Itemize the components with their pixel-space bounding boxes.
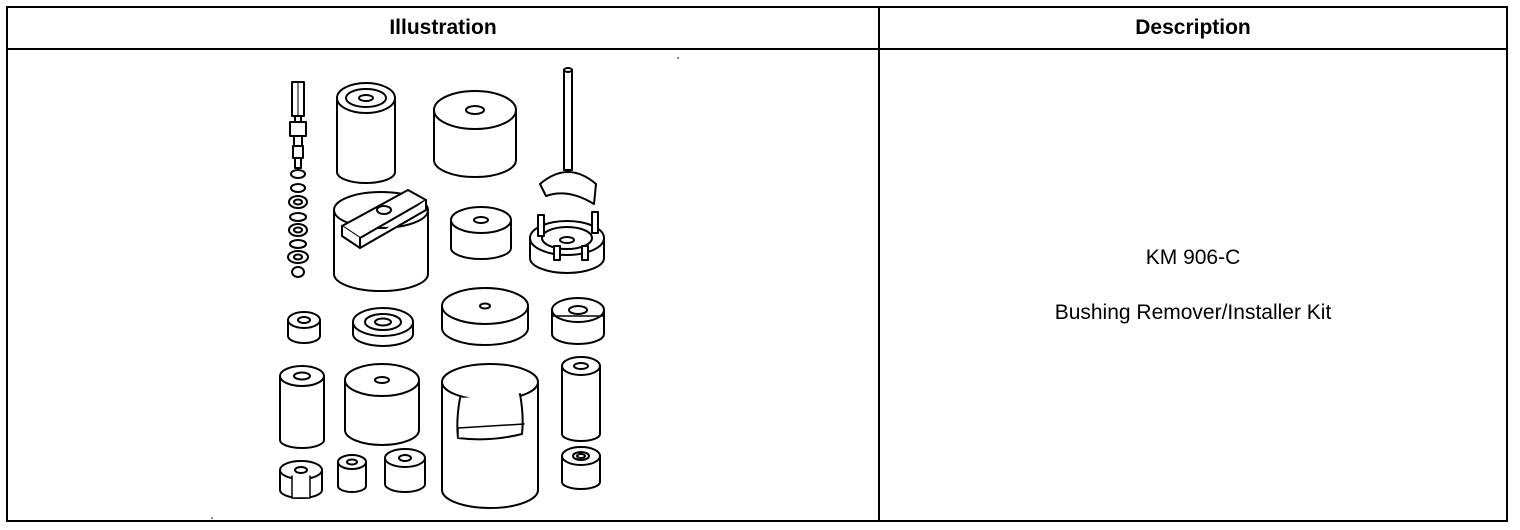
slotted-adapter-small bbox=[279, 460, 323, 499]
bushing-kit-illustration-icon bbox=[211, 57, 679, 519]
table-row: KM 906-C Bushing Remover/Installer Kit bbox=[6, 48, 1508, 522]
cylinder-mid-small bbox=[450, 206, 512, 260]
sleeve-tall-left bbox=[279, 365, 325, 449]
header-illustration: Illustration bbox=[6, 6, 880, 50]
special-tools-table: Illustration Description bbox=[6, 6, 1508, 522]
stepped-collar bbox=[352, 307, 414, 347]
pin-driver-tool bbox=[539, 67, 597, 205]
sleeve-tall-right bbox=[561, 356, 601, 442]
description-cell: KM 906-C Bushing Remover/Installer Kit bbox=[878, 48, 1508, 522]
cylinder-top-2 bbox=[433, 90, 517, 178]
cylinder-bottom-right bbox=[561, 446, 601, 490]
cylinder-row3-right bbox=[551, 297, 605, 345]
description-spacer bbox=[880, 271, 1506, 299]
cylinder-row3-small bbox=[287, 311, 321, 344]
cylinder-bottom-tiny bbox=[337, 454, 367, 493]
cylinder-row3-wide bbox=[441, 287, 529, 346]
tool-name: Bushing Remover/Installer Kit bbox=[1054, 301, 1332, 324]
cylinder-slotted-large bbox=[333, 189, 429, 292]
receiver-cup-large bbox=[441, 363, 539, 509]
cylinder-row4-mid bbox=[344, 363, 420, 446]
table-header-row: Illustration Description bbox=[6, 6, 1508, 50]
forcing-screw-stack bbox=[287, 81, 309, 278]
spanner-adapter bbox=[529, 211, 605, 274]
illustration-cell bbox=[6, 48, 880, 522]
cylinder-top-1 bbox=[336, 82, 396, 184]
tool-number: KM 906-C bbox=[1145, 246, 1241, 269]
cylinder-bottom-small bbox=[384, 448, 426, 493]
header-description: Description bbox=[878, 6, 1508, 50]
